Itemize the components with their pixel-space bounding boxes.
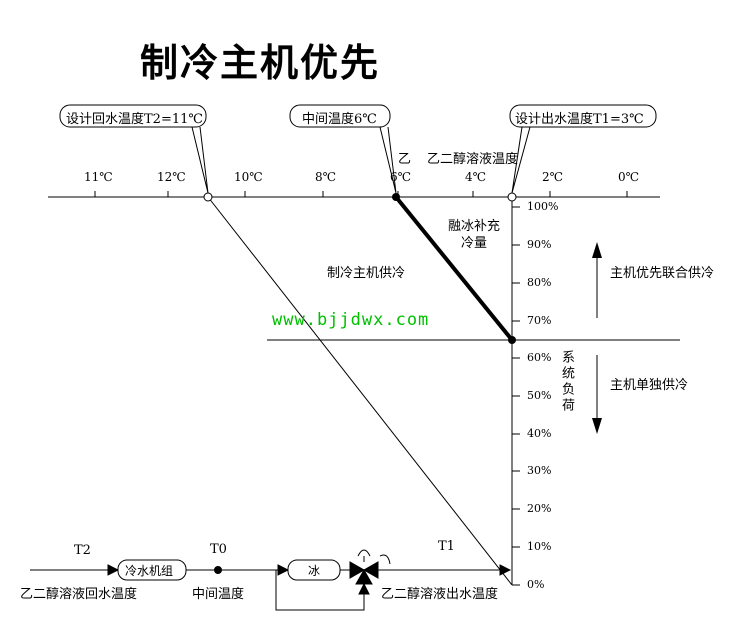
flow-outlet-label: 乙二醇溶液出水温度 [381,587,499,602]
callout-middle-temp: 中间温度6℃ [302,112,377,127]
ice-storage-label: 冰 [308,564,321,578]
arrow-down-head [592,418,602,434]
flow-inlet-label: 乙二醇溶液回水温度 [20,587,138,602]
mode-alone: 主机单独供冷 [610,378,689,393]
flow-mid-label: 中间温度 [192,587,245,602]
flow-t2-label: T2 [74,543,91,558]
switch-point [508,336,516,344]
load-tick-label: 0% [527,578,545,591]
axis-label-temperature: 乙二醇溶液温度 [427,152,519,167]
load-axis-label: 系统负荷 [559,350,574,414]
load-tick-label: 60% [527,351,552,364]
supply-temp-point [507,192,517,202]
tick-label: 10℃ [234,170,263,184]
arrow-up-head [592,242,602,258]
flow-t1-label: T1 [438,539,455,554]
load-tick-label: 50% [527,389,552,402]
tick-label: 8℃ [315,170,337,184]
callout-design-supply: 设计出水温度T1=3℃ [515,112,644,127]
leader-middle [379,126,397,194]
load-tick-label: 100% [527,200,559,213]
flow-t0-label: T0 [210,542,227,557]
tick-label: 4℃ [465,170,487,184]
mode-combined: 主机优先联合供冷 [610,266,715,281]
tick-label: 0℃ [618,170,640,184]
load-tick-label: 90% [527,238,552,251]
leader-supply [511,126,531,194]
chiller-unit-label: 冷水机组 [125,564,174,578]
region-chiller-supply: 制冷主机供冷 [327,266,406,281]
callout-design-return: 设计回水温度T2=11℃ [66,112,203,127]
axis-label-prefix: 乙 [398,152,412,167]
tick-label: 12℃ [157,170,186,184]
load-tick-label: 80% [527,276,552,289]
return-temp-point [203,192,213,202]
leader-return [191,126,209,194]
callout-box-supply [509,104,657,128]
load-tick-label: 70% [527,314,552,327]
flow-diagram [30,549,512,611]
callout-box-middle [289,104,391,128]
tick-label: 2℃ [542,170,564,184]
tick-label: 11℃ [84,170,113,184]
load-tick-label: 40% [527,427,552,440]
load-tick-label: 10% [527,540,552,553]
load-ticks [512,206,520,586]
callout-box-return [59,104,207,128]
middle-temp-point [392,193,400,201]
load-tick-label: 20% [527,502,552,515]
tick-label: 6℃ [390,170,412,184]
page-title: 制冷主机优先 [140,41,381,85]
load-tick-label: 30% [527,464,552,477]
temperature-ticks [94,191,628,197]
watermark-url: www.bjjdwx.com [272,310,430,330]
chiller-line [207,196,513,586]
region-ice-supplement: 融冰补充冷量 [447,219,500,251]
ice-line [394,195,514,342]
